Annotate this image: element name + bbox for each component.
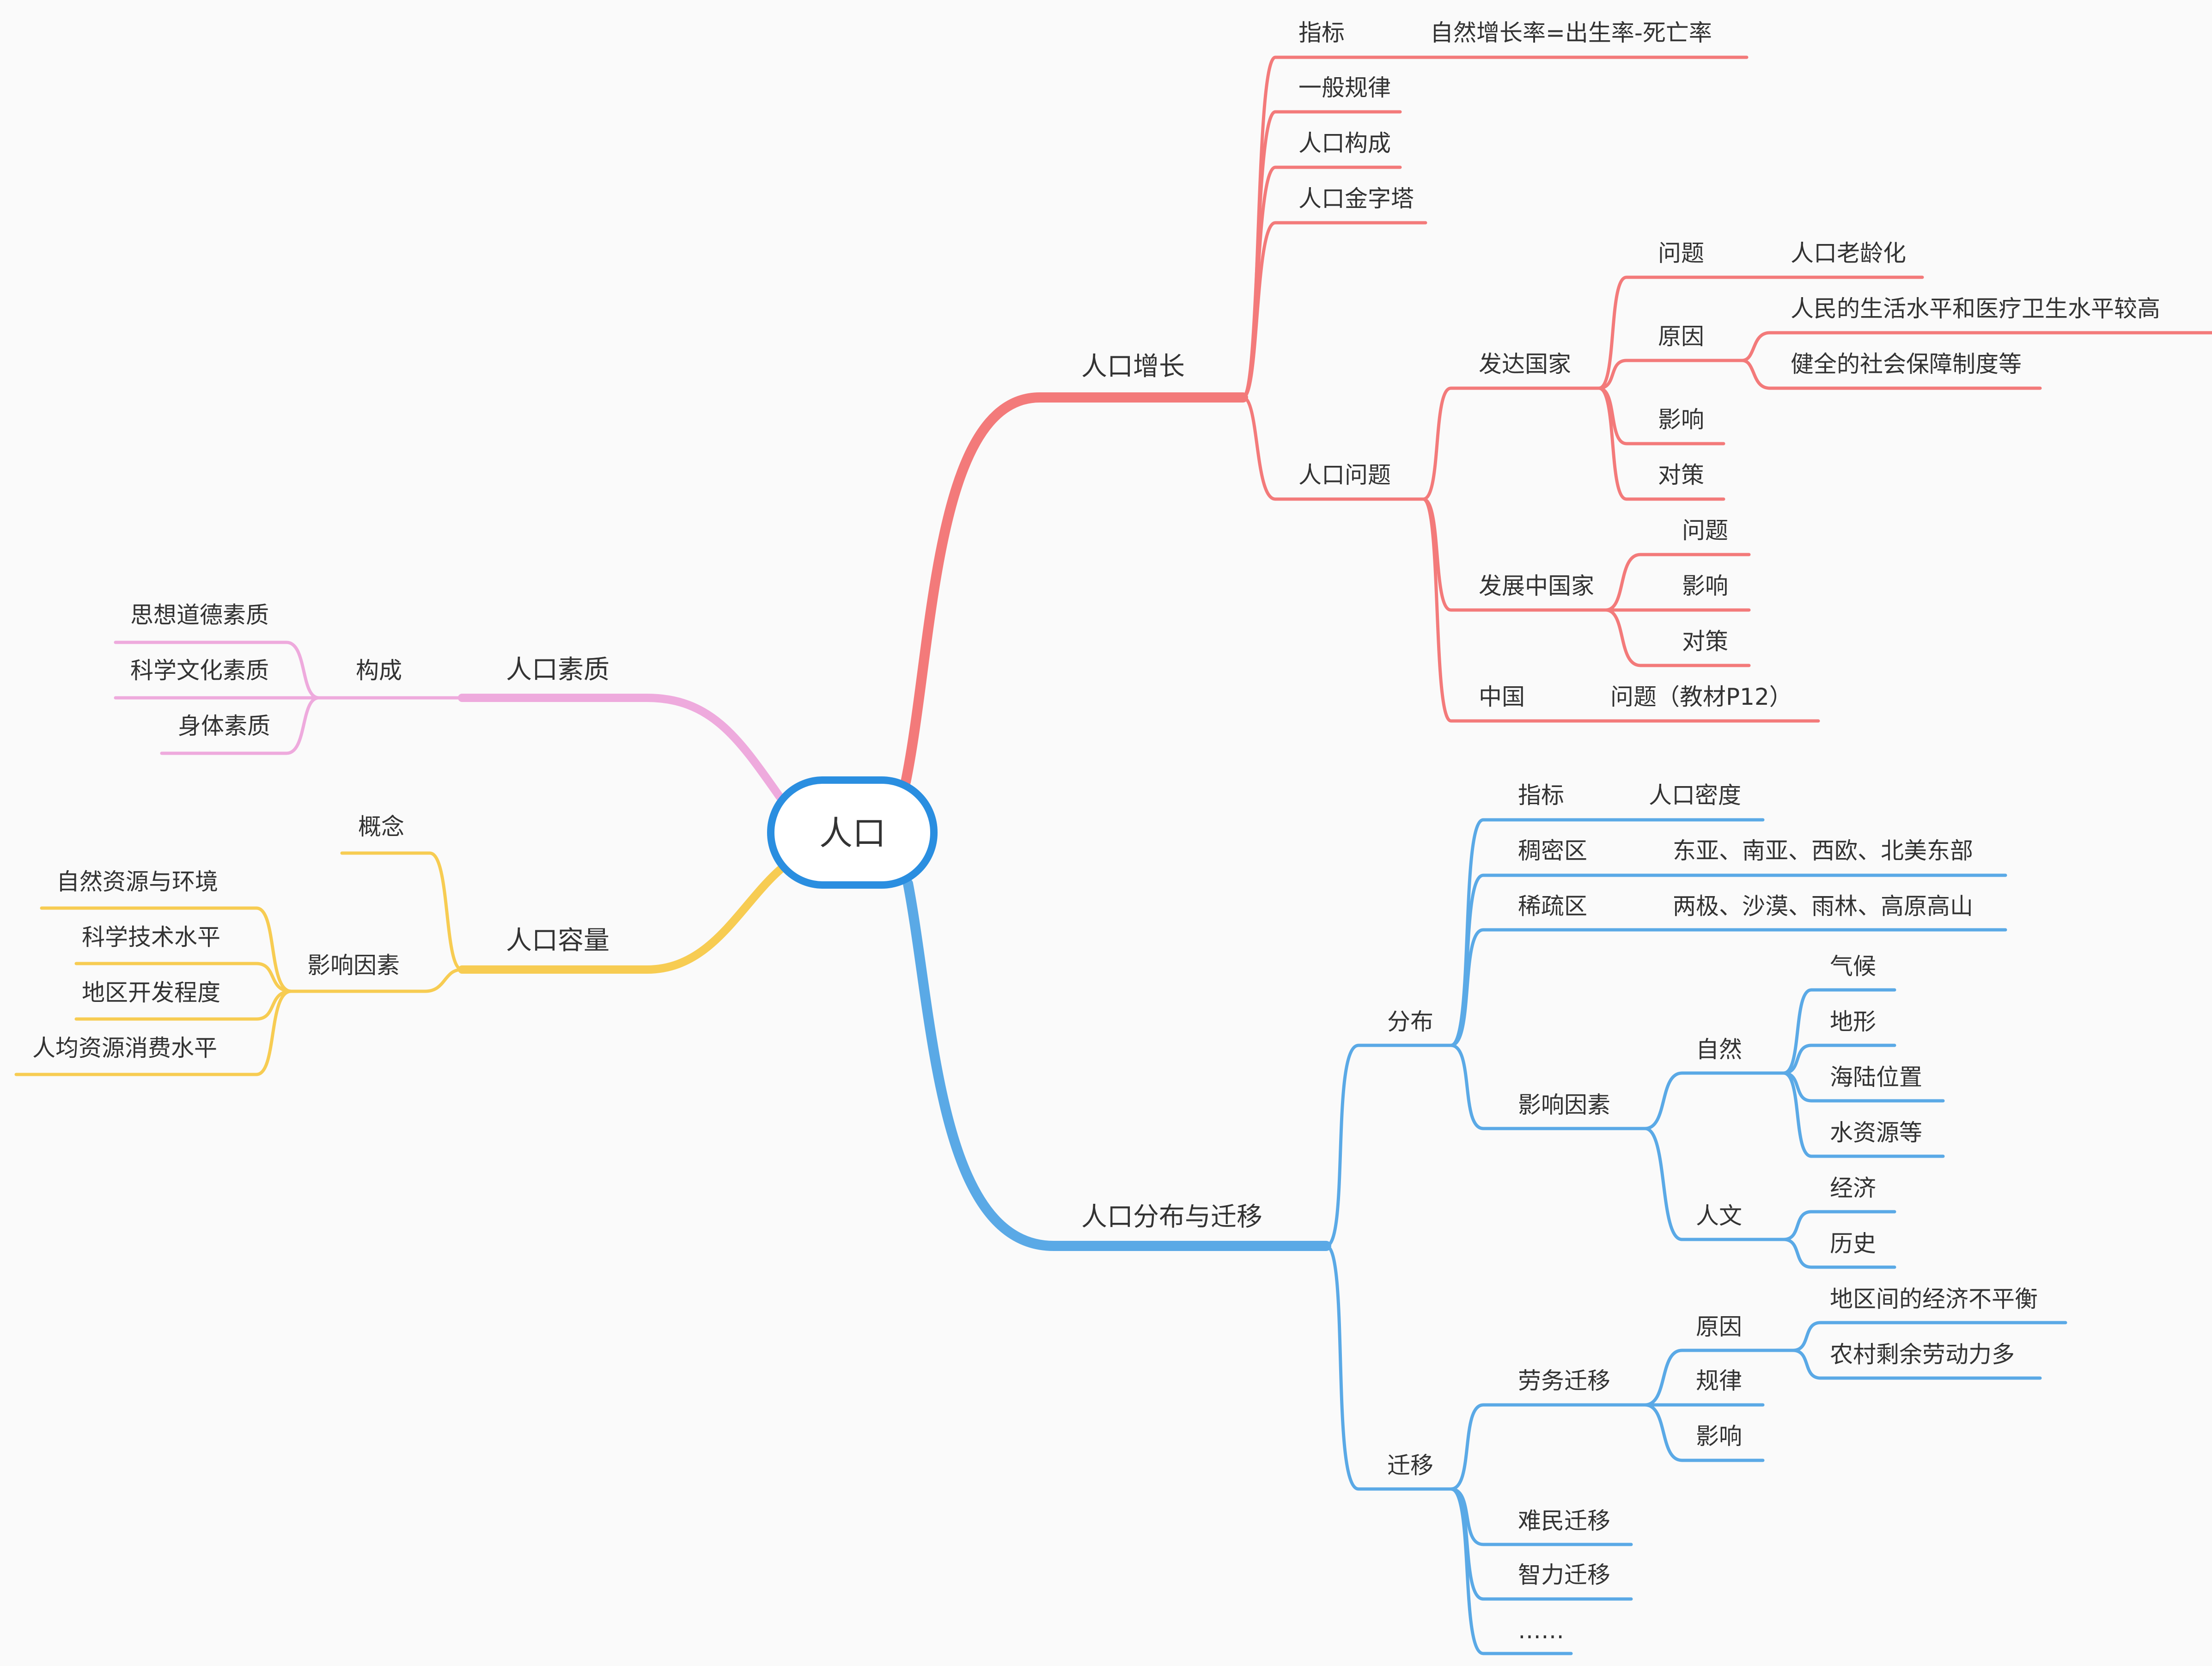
developed-issue[interactable]: 问题 (1658, 240, 1704, 267)
distribution-natural[interactable]: 自然 (1696, 1036, 1742, 1063)
quality-item[interactable]: 科学文化素质 (130, 657, 269, 684)
developed-cause[interactable]: 原因 (1658, 323, 1704, 350)
developed-impact[interactable]: 影响 (1658, 406, 1704, 433)
distribution-sparse-value[interactable]: 两极、沙漠、雨林、高原高山 (1673, 893, 1973, 920)
capacity-factor-item[interactable]: 地区开发程度 (82, 979, 220, 1006)
natural-item[interactable]: 地形 (1830, 1008, 1876, 1035)
quality-item[interactable]: 思想道德素质 (130, 602, 269, 629)
china-issue[interactable]: 问题（教材P12） (1610, 683, 1792, 710)
developed-issue-value[interactable]: 人口老龄化 (1791, 240, 1906, 267)
connector-root-quality (458, 694, 784, 801)
capacity-concept[interactable]: 概念 (358, 813, 404, 840)
developed-cause-1[interactable]: 人民的生活水平和医疗卫生水平较高 (1791, 295, 2160, 322)
branch-quality-label[interactable]: 人口素质 (506, 655, 609, 685)
branch-distribution-label[interactable]: 人口分布与迁移 (1081, 1202, 1262, 1232)
distribution-sparse[interactable]: 稀疏区 (1518, 893, 1587, 920)
capacity-factors[interactable]: 影响因素 (307, 952, 400, 979)
growth-general-law[interactable]: 一般规律 (1298, 74, 1391, 101)
natural-item[interactable]: 气候 (1830, 953, 1876, 980)
growth-pyramid[interactable]: 人口金字塔 (1298, 185, 1414, 212)
natural-item[interactable]: 水资源等 (1830, 1119, 1922, 1146)
quality-item[interactable]: 身体素质 (178, 713, 270, 739)
developing-issue[interactable]: 问题 (1682, 517, 1728, 544)
labor-cause-item[interactable]: 农村剩余劳动力多 (1830, 1341, 2015, 1368)
growth-composition[interactable]: 人口构成 (1298, 130, 1391, 157)
developed-policy[interactable]: 对策 (1658, 462, 1704, 488)
labor-law[interactable]: 规律 (1696, 1367, 1742, 1394)
developed-countries[interactable]: 发达国家 (1479, 351, 1571, 378)
capacity-factor-item[interactable]: 自然资源与环境 (56, 868, 218, 895)
growth-indicator-value[interactable]: 自然增长率=出生率-死亡率 (1430, 19, 1712, 46)
distribution-dense-value[interactable]: 东亚、南亚、西欧、北美东部 (1673, 837, 1973, 864)
capacity-factor-item[interactable]: 科学技术水平 (82, 924, 220, 951)
refugee-migration[interactable]: 难民迁移 (1518, 1507, 1610, 1534)
capacity-factor-item[interactable]: 人均资源消费水平 (32, 1035, 217, 1062)
labor-cause-item[interactable]: 地区间的经济不平衡 (1830, 1286, 2038, 1312)
brain-migration[interactable]: 智力迁移 (1518, 1562, 1610, 1588)
migration-node[interactable]: 迁移 (1387, 1452, 1433, 1479)
growth-indicator[interactable]: 指标 (1298, 19, 1345, 46)
distribution-human[interactable]: 人文 (1696, 1202, 1742, 1229)
distribution-dense[interactable]: 稠密区 (1518, 837, 1587, 864)
labor-impact[interactable]: 影响 (1696, 1423, 1742, 1450)
more-ellipsis[interactable]: …… (1518, 1617, 1564, 1644)
root-label: 人口 (819, 814, 886, 853)
natural-item[interactable]: 海陆位置 (1830, 1064, 1922, 1091)
human-item[interactable]: 历史 (1830, 1230, 1876, 1257)
distribution-factors[interactable]: 影响因素 (1518, 1092, 1610, 1118)
distribution-indicator-value[interactable]: 人口密度 (1649, 782, 1741, 809)
developed-cause-2[interactable]: 健全的社会保障制度等 (1791, 351, 2022, 378)
quality-composition[interactable]: 构成 (356, 657, 402, 684)
labor-migration[interactable]: 劳务迁移 (1518, 1367, 1610, 1394)
distribution-indicator[interactable]: 指标 (1518, 782, 1564, 809)
branch-growth-label[interactable]: 人口增长 (1081, 352, 1185, 382)
connector-root-distribution (903, 879, 1331, 1251)
connector-root-growth (901, 392, 1248, 787)
growth-problems[interactable]: 人口问题 (1298, 462, 1391, 488)
developing-countries[interactable]: 发展中国家 (1479, 573, 1594, 599)
distribution-node[interactable]: 分布 (1387, 1008, 1433, 1035)
developing-impact[interactable]: 影响 (1682, 573, 1728, 599)
labor-cause[interactable]: 原因 (1696, 1313, 1742, 1340)
china[interactable]: 中国 (1479, 683, 1525, 710)
branch-capacity-label[interactable]: 人口容量 (506, 926, 609, 956)
human-item[interactable]: 经济 (1830, 1175, 1876, 1202)
root-node[interactable] (767, 776, 938, 889)
developing-policy[interactable]: 对策 (1682, 628, 1728, 655)
connector-root-capacity (458, 866, 784, 974)
